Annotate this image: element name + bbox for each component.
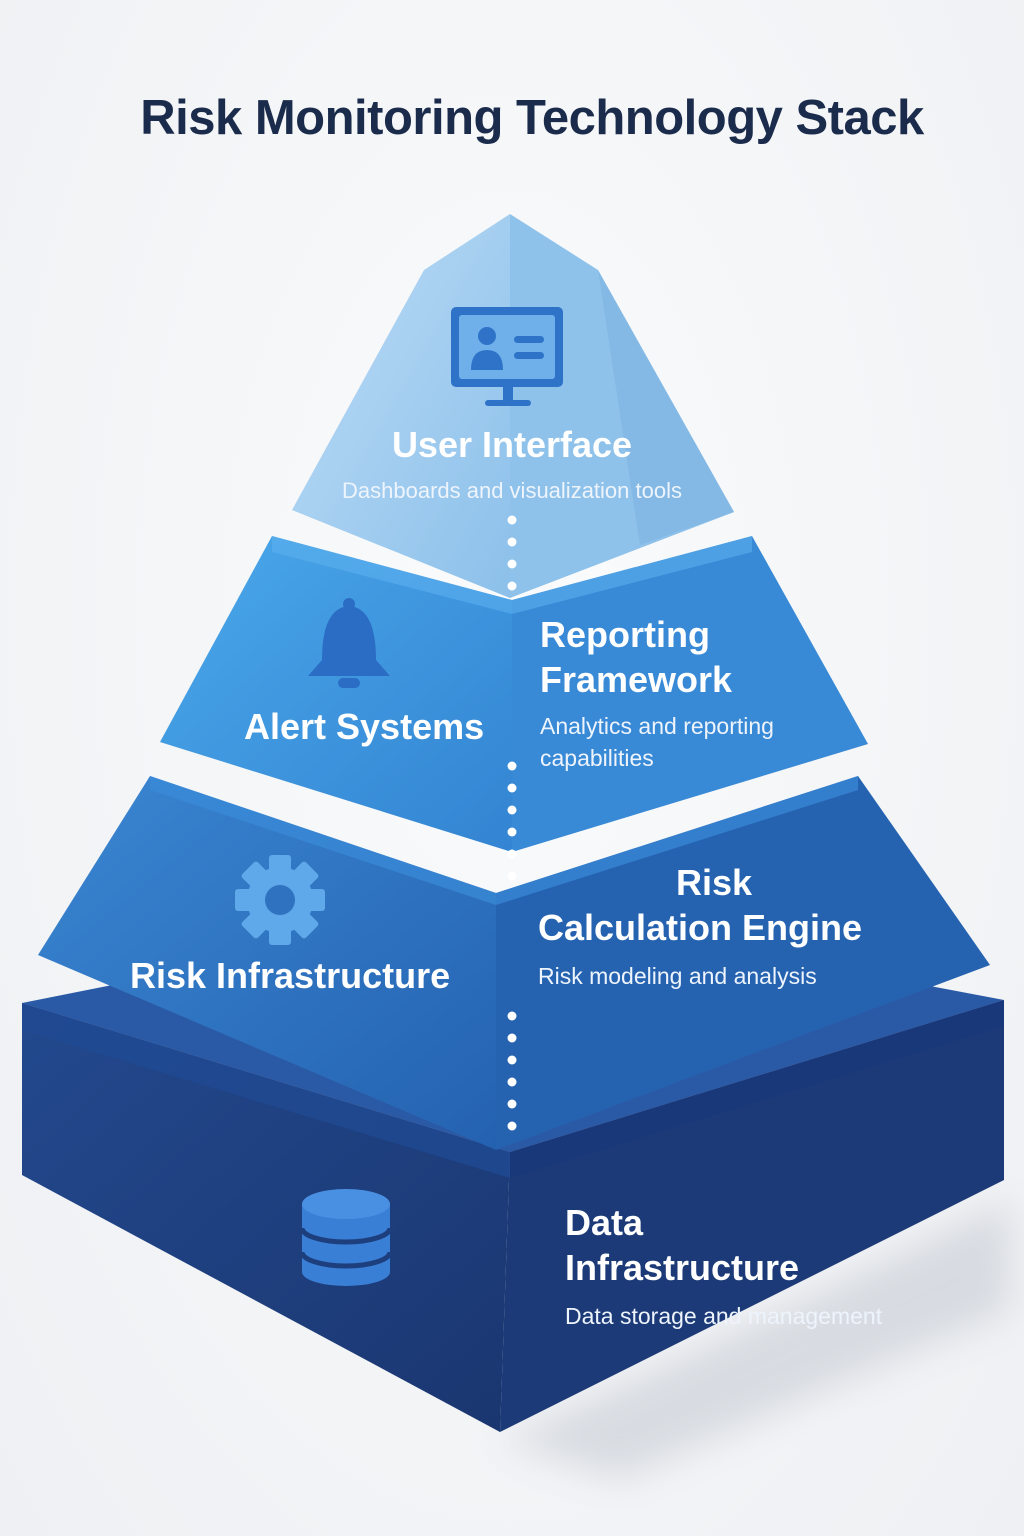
calc-title-line2: Calculation Engine: [538, 907, 863, 948]
tier4-left-face: [22, 1003, 510, 1432]
reporting-framework-desc: Analytics and reporting capabilities: [540, 710, 774, 774]
user-interface-title: User Interface: [391, 424, 633, 465]
risk-calculation-desc: Risk modeling and analysis: [538, 963, 817, 989]
data-title-line2: Infrastructure: [565, 1247, 800, 1288]
tier2-top-rim: [272, 536, 752, 614]
gear-icon: [235, 855, 325, 945]
data-infrastructure-desc: Data storage and management: [565, 1303, 883, 1329]
calc-title-line1: Risk: [676, 862, 753, 903]
database-icon: [299, 1189, 393, 1286]
page-title: Risk Monitoring Technology Stack: [140, 91, 924, 145]
data-infrastructure-title: Data Infrastructure: [565, 1200, 799, 1290]
tier1-left-face: [292, 214, 510, 598]
tier-risk-calculation: [38, 776, 990, 1150]
base-shadow: [500, 1200, 1010, 1480]
tier4-right-face: [500, 1000, 1004, 1432]
tier3-right-face: [496, 776, 990, 1150]
reporting-desc-line1: Analytics and reporting: [540, 713, 774, 739]
alert-systems-title: Alert Systems: [244, 706, 485, 747]
reporting-desc-line2: capabilities: [540, 745, 654, 772]
reporting-title-line1: Reporting: [540, 614, 710, 655]
risk-calculation-engine-title: Risk Calculation Engine: [538, 860, 862, 950]
tier2-left-face: [160, 536, 512, 852]
data-title-line1: Data: [565, 1202, 644, 1243]
tier2-right-face: [512, 536, 868, 852]
tier1-right-shade: [598, 270, 734, 545]
bell-icon: [308, 598, 390, 688]
reporting-framework-title: Reporting Framework: [540, 612, 732, 702]
user-interface-desc: Dashboards and visualization tools: [342, 478, 682, 503]
tier-alert-reporting: [160, 536, 868, 852]
monitor-user-icon: [451, 307, 563, 406]
tier3-left-face: [38, 776, 496, 1150]
tier4-front-edge-r: [510, 1000, 1004, 1178]
reporting-title-line2: Framework: [540, 659, 733, 700]
dotted-connector: [507, 515, 517, 1131]
risk-infrastructure-title: Risk Infrastructure: [130, 955, 451, 996]
tier4-front-edge: [22, 1003, 510, 1178]
